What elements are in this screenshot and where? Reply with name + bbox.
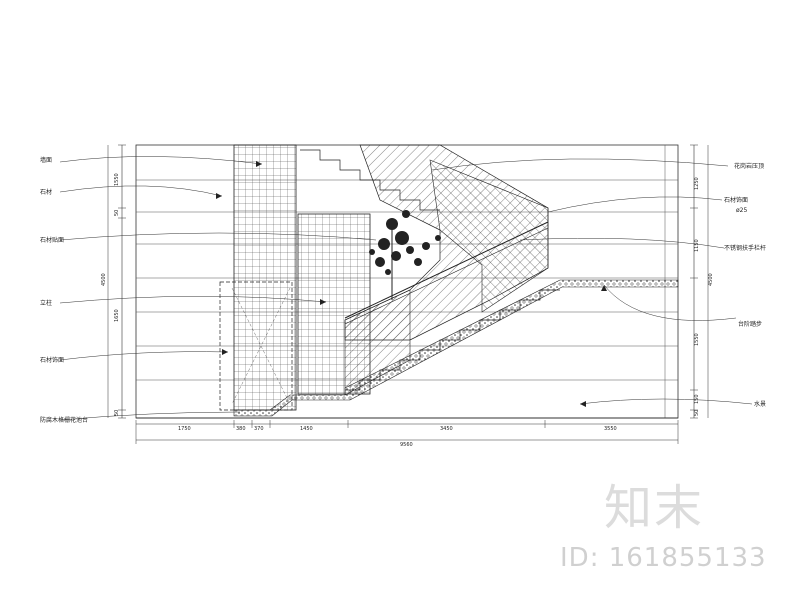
label-right-2: 石材饰面 bbox=[724, 196, 748, 204]
dim-bottom-4: 1450 bbox=[300, 426, 313, 432]
dim-bottom-5: 3450 bbox=[440, 426, 453, 432]
dim-left-4: 50 bbox=[114, 410, 120, 416]
label-right-6: 水景 bbox=[754, 400, 766, 408]
labels-right: 花岗岩压顶 石材饰面 ø25 不锈钢扶手栏杆 台阶踏步 水景 bbox=[724, 162, 766, 408]
dim-right-3: 1550 bbox=[694, 333, 700, 346]
dim-bottom-1: 1750 bbox=[178, 426, 191, 432]
dim-bottom-3: 370 bbox=[254, 426, 264, 432]
dim-left-1: 1550 bbox=[114, 173, 120, 186]
dim-left-3: 1650 bbox=[114, 309, 120, 322]
dim-left-2: 50 bbox=[114, 210, 120, 216]
dimension-left: 1550 50 1650 50 4500 bbox=[101, 144, 126, 419]
label-left-2: 石材 bbox=[40, 188, 52, 196]
watermark-id: ID: 161855133 bbox=[560, 543, 767, 573]
handrail bbox=[344, 221, 549, 325]
dim-right-5: 50 bbox=[694, 410, 700, 416]
dim-left-total: 4500 bbox=[101, 273, 107, 286]
dim-right-4: 150 bbox=[694, 394, 700, 404]
plant-icon bbox=[369, 210, 441, 300]
label-left-6: 防腐木格栅花池台 bbox=[40, 416, 88, 424]
label-right-1: 花岗岩压顶 bbox=[734, 162, 764, 170]
label-left-1: 墙面 bbox=[40, 156, 52, 164]
ground-base bbox=[136, 279, 679, 419]
label-right-4: 不锈钢扶手栏杆 bbox=[724, 244, 766, 252]
dimension-bottom: 1750 380 370 1450 3450 3550 9560 bbox=[135, 420, 679, 448]
label-left-3: 石材贴面 bbox=[40, 236, 64, 244]
dimension-right: 1250 1150 1550 150 50 4500 bbox=[690, 144, 714, 419]
leader-arrows bbox=[216, 161, 607, 407]
dim-bottom-2: 380 bbox=[236, 426, 246, 432]
dim-right-1: 1250 bbox=[694, 177, 700, 190]
watermark-logo: 知末 bbox=[604, 480, 705, 536]
leader-lines-left bbox=[59, 156, 377, 421]
dim-right-total: 4500 bbox=[708, 273, 714, 286]
label-right-5: 台阶踏步 bbox=[738, 320, 762, 328]
label-right-3: ø25 bbox=[736, 207, 747, 214]
stone-column bbox=[219, 144, 371, 411]
background-courses bbox=[136, 145, 678, 418]
dim-right-2: 1150 bbox=[694, 239, 700, 252]
dim-bottom-6: 3550 bbox=[604, 426, 617, 432]
label-left-5: 石材饰面 bbox=[40, 356, 64, 364]
leader-lines-right bbox=[431, 158, 753, 405]
dim-total: 9560 bbox=[400, 442, 413, 448]
labels-left: 墙面 石材 石材贴面 立柱 石材饰面 防腐木格栅花池台 bbox=[40, 156, 88, 424]
label-left-4: 立柱 bbox=[40, 299, 52, 307]
